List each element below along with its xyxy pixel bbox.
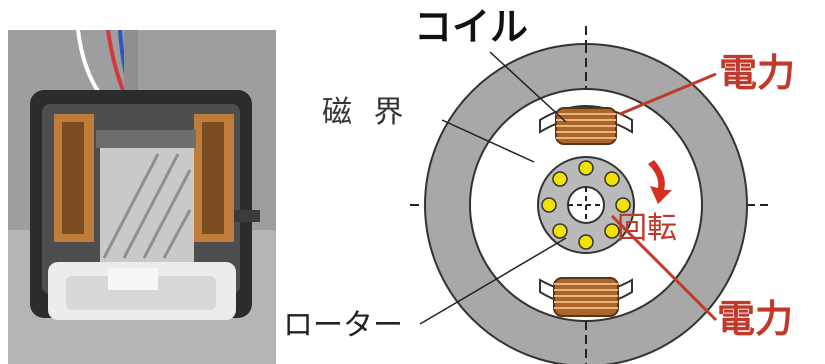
rotor-pins [541, 160, 631, 250]
bottom-coil [553, 277, 619, 317]
power-label-top: 電力 [719, 51, 796, 95]
top-coil [555, 107, 617, 145]
rotation-label: 回転 [617, 211, 677, 246]
magnetic-field-label: 磁 界 [322, 95, 410, 130]
rotor-label: ローター [283, 308, 403, 343]
curved-arrow-icon [648, 160, 672, 204]
power-label-bottom: 電力 [717, 297, 794, 341]
motor-cutaway-photo [8, 30, 276, 364]
motor-diagram [410, 26, 768, 364]
coil-label: コイル [414, 5, 529, 49]
